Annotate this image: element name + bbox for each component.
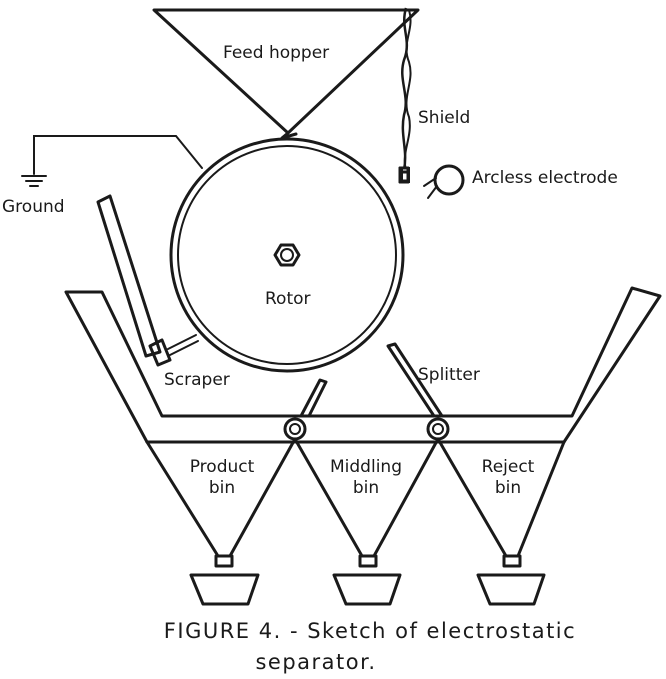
reject-bin-label: Reject — [482, 457, 535, 477]
bins: Product bin Middling bin Reject bin — [145, 437, 566, 606]
splitter-pivot-icon — [426, 417, 450, 441]
middling-bin-label-2: bin — [353, 478, 379, 498]
caption-line-1: FIGURE 4. - Sketch of electrostatic — [164, 619, 576, 643]
arcless-electrode: Arcless electrode — [423, 164, 618, 199]
scraper-label: Scraper — [164, 370, 230, 390]
middling-tray — [332, 573, 402, 606]
figure-caption: FIGURE 4. - Sketch of electrostatic sepa… — [164, 619, 576, 674]
middling-bin-label: Middling — [330, 457, 402, 477]
feed-hopper-label: Feed hopper — [223, 43, 329, 63]
product-tray — [189, 573, 260, 606]
reject-tray — [476, 573, 546, 606]
shield: Shield — [398, 7, 470, 184]
rotor-hub-icon — [273, 243, 301, 267]
splitter-label: Splitter — [418, 365, 480, 385]
splitter-pivot-icon — [283, 417, 307, 441]
separator-frame — [64, 286, 662, 444]
scraper: Scraper — [96, 194, 230, 390]
product-bin-label-2: bin — [209, 478, 235, 498]
feed-hopper: Feed hopper — [152, 8, 420, 140]
reject-bin-label-2: bin — [495, 478, 521, 498]
splitters: Splitter — [283, 342, 480, 441]
ground: Ground — [2, 135, 203, 217]
ground-label: Ground — [2, 197, 65, 217]
product-bin-label: Product — [190, 457, 255, 477]
caption-line-2: separator. — [255, 650, 376, 674]
arcless-electrode-label: Arcless electrode — [472, 168, 618, 188]
rotor-label: Rotor — [265, 289, 311, 309]
rotor: Rotor — [169, 137, 405, 373]
shield-label: Shield — [418, 108, 470, 128]
